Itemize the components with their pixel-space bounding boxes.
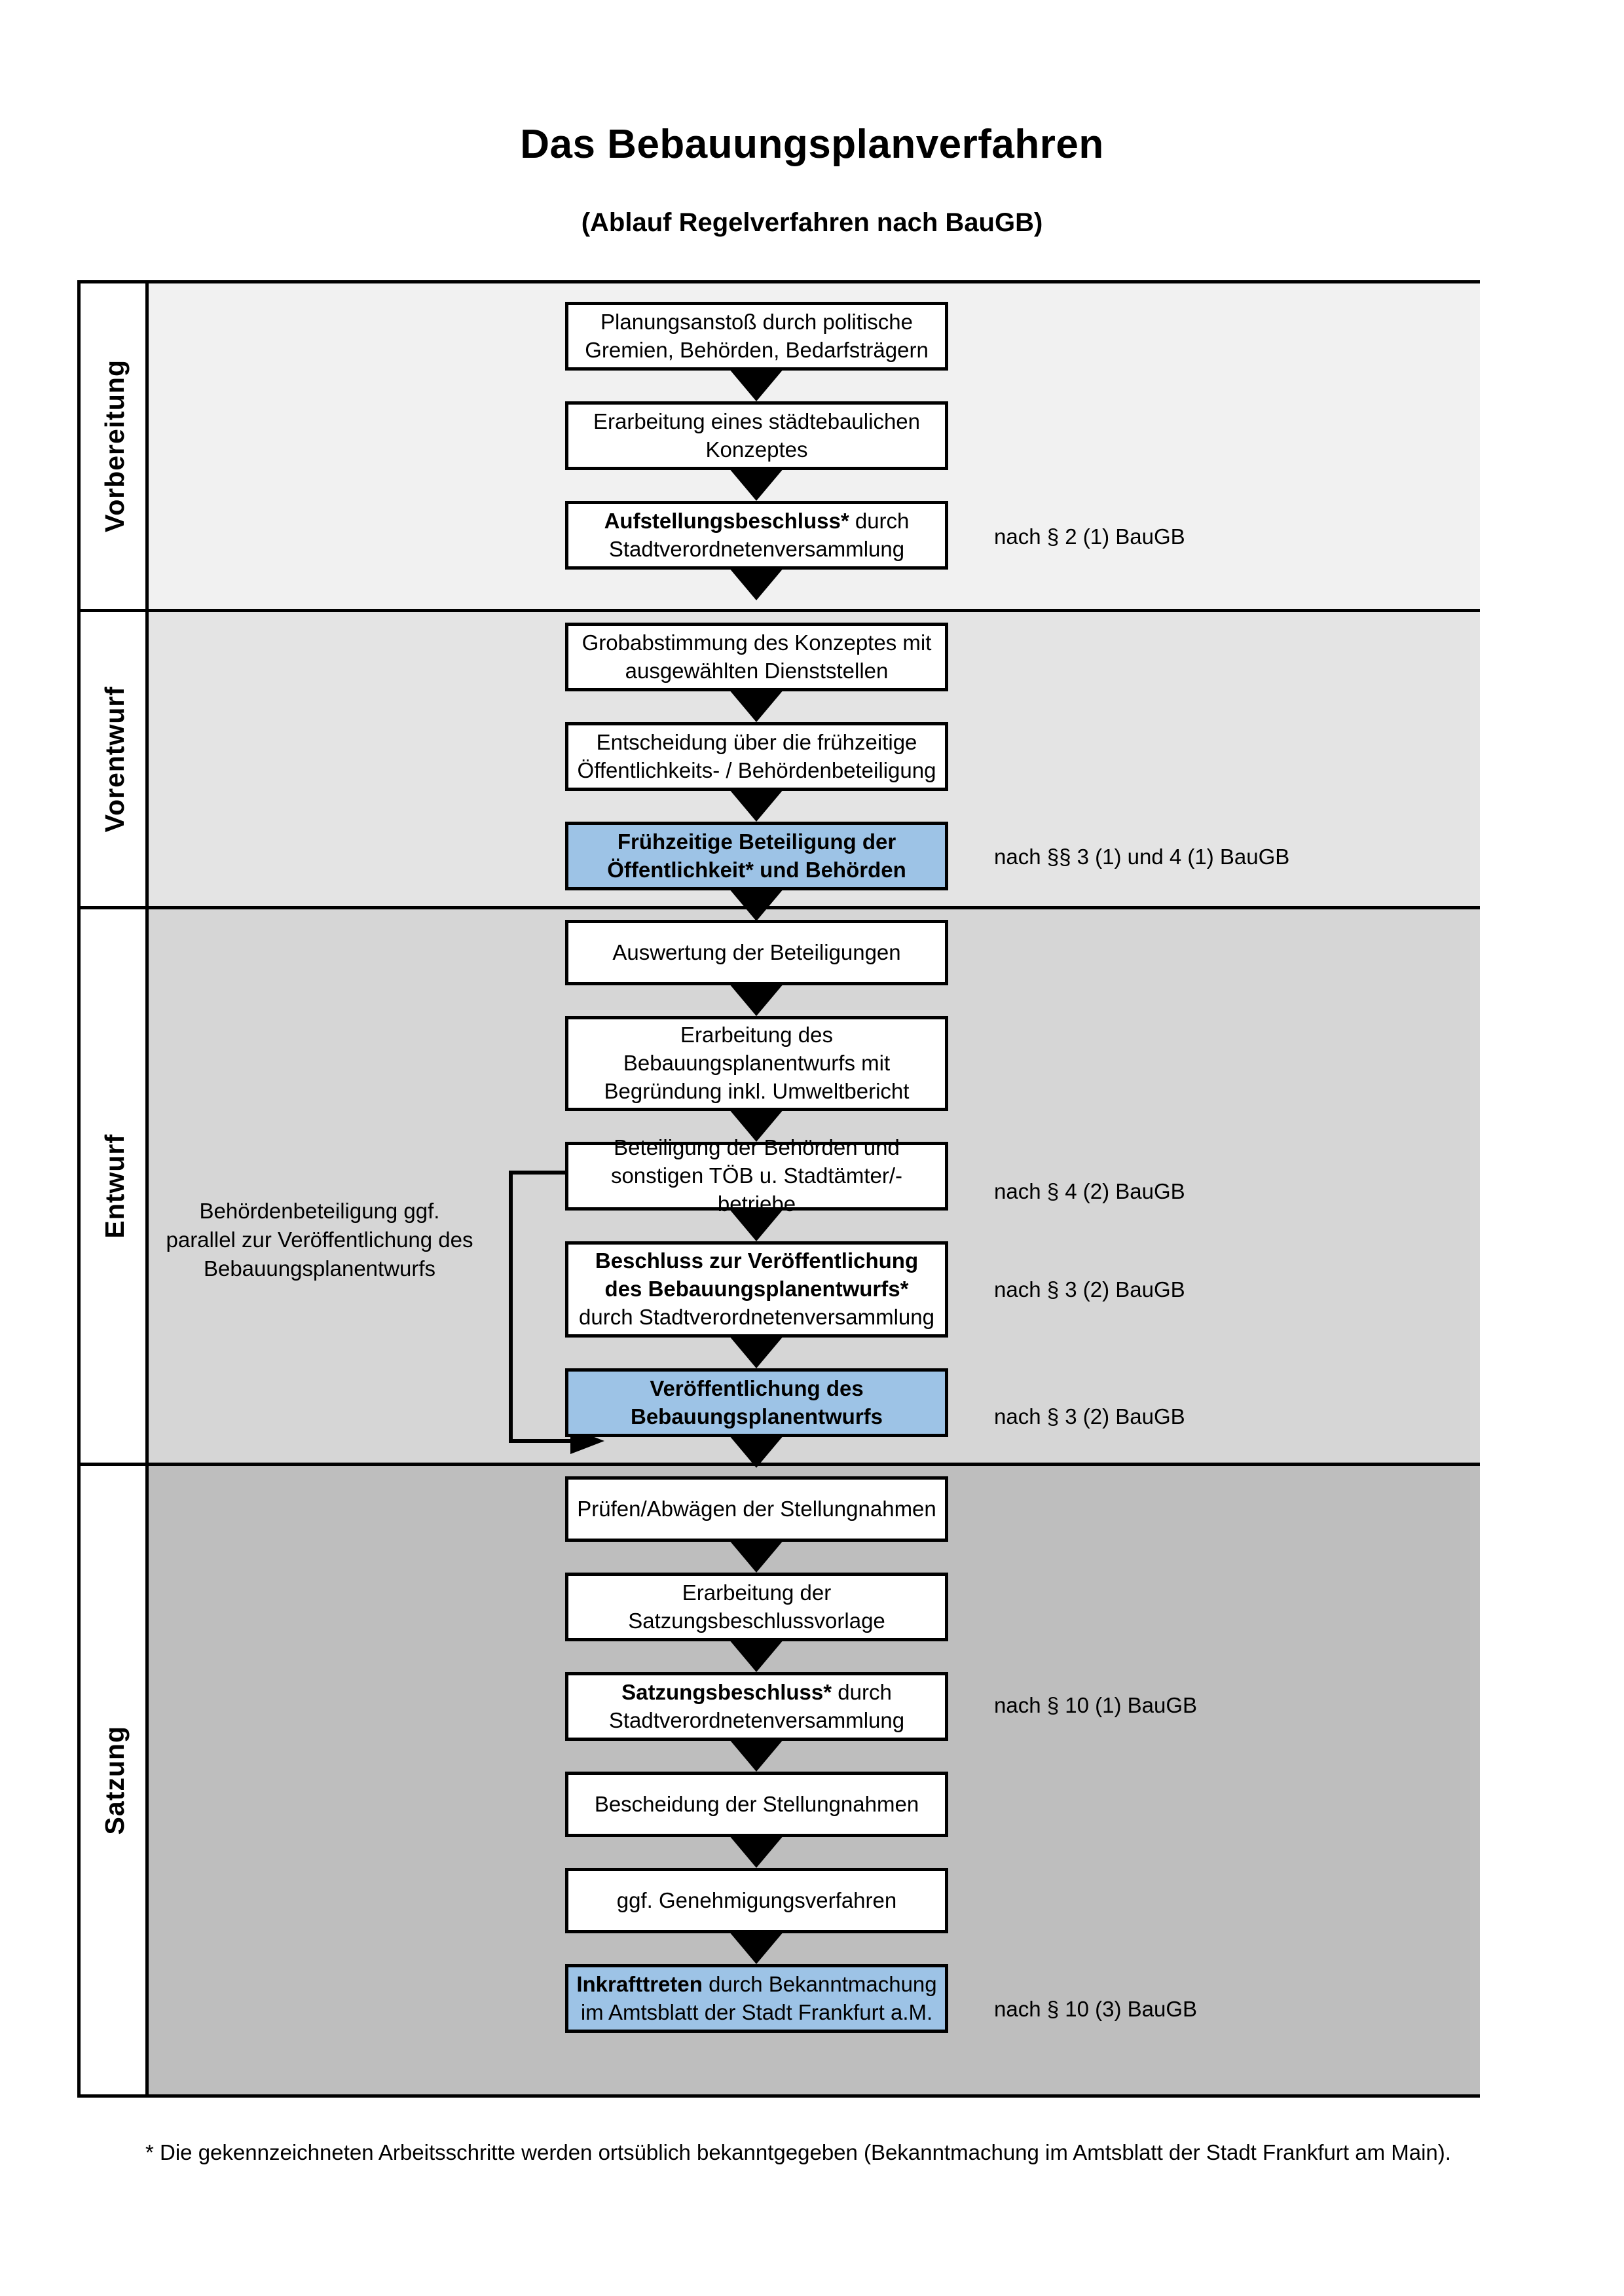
step-bold-veroeffentlichung-entwurf: Veröffentlichung des Bebauungsplanentwur… xyxy=(630,1376,883,1429)
step-text-pruefen-abwaegen: Prüfen/Abwägen der Stellungnahmen xyxy=(577,1496,936,1521)
ref-par3-2-a: nach § 3 (2) BauGB xyxy=(994,1277,1185,1302)
phase-label-column: Vorbereitung Vorentwurf Entwurf Satzung xyxy=(81,283,149,2094)
footnote-asterisk: * Die gekennzeichneten Arbeitsschritte w… xyxy=(145,2140,1451,2164)
ref-par3-1-par4-1: nach §§ 3 (1) und 4 (1) BauGB xyxy=(994,845,1290,869)
step-text-entscheidung-fruehzeitige: Entscheidung über die frühzeitige Öffent… xyxy=(577,729,936,782)
band-divider-1 xyxy=(149,609,1480,612)
step-box-entscheidung-fruehzeitige[interactable]: Entscheidung über die frühzeitige Öffent… xyxy=(565,722,948,791)
band-label-vorentwurf-text: Vorentwurf xyxy=(99,685,130,833)
band-label-satzung-text: Satzung xyxy=(99,1725,130,1835)
step-box-inkrafttreten[interactable]: Inkrafttreten durch Bekanntmachung im Am… xyxy=(565,1964,948,2033)
step-text-satzungsbeschluss: durch Stadtverordnetenversammlung xyxy=(608,1679,905,1732)
page-title: Das Bebauungsplanverfahren xyxy=(520,122,1104,167)
flow-arrow-12 xyxy=(729,1540,784,1573)
step-box-aufstellungsbeschluss[interactable]: Aufstellungsbeschluss* durch Stadtverord… xyxy=(565,501,948,570)
step-box-satzungsbeschluss[interactable]: Satzungsbeschluss* durch Stadtverordnete… xyxy=(565,1672,948,1741)
label-divider-1 xyxy=(81,609,149,612)
step-text-beteiligung-behoerden-toeb: Beteiligung der Behörden und sonstigen T… xyxy=(610,1135,903,1216)
flow-arrow-16 xyxy=(729,1931,784,1964)
band-divider-3 xyxy=(149,1463,1480,1466)
step-bold-beschluss-veroeffentlichung: Beschluss zur Veröffentlichung des Bebau… xyxy=(595,1248,919,1302)
step-text-inkrafttreten: durch Bekanntmachung im Amtsblatt der St… xyxy=(580,1971,937,2024)
step-text-beschluss-veroeffentlichung: durch Stadtverordnetenversammlung xyxy=(579,1304,934,1329)
process-diagram-frame: Vorbereitung Vorentwurf Entwurf Satzung … xyxy=(77,280,1480,2098)
flow-arrow-1 xyxy=(729,369,784,401)
ref-par10-3: nach § 10 (3) BauGB xyxy=(994,1997,1198,2021)
flow-arrow-15 xyxy=(729,1835,784,1868)
step-box-staedtebauliches-konzept[interactable]: Erarbeitung eines städtebaulichen Konzep… xyxy=(565,401,948,470)
step-text-aufstellungsbeschluss: durch Stadtverordnetenversammlung xyxy=(608,508,910,561)
step-text-bescheidung-stellungnahmen: Bescheidung der Stellungnahmen xyxy=(594,1791,919,1816)
step-text-genehmigungsverfahren: ggf. Genehmigungsverfahren xyxy=(616,1887,897,1912)
band-label-vorentwurf: Vorentwurf xyxy=(81,612,149,906)
label-divider-2 xyxy=(81,906,149,909)
flow-arrow-7 xyxy=(729,983,784,1016)
band-label-entwurf-text: Entwurf xyxy=(99,1133,130,1239)
step-box-erarbeitung-satzungsvorlage[interactable]: Erarbeitung der Satzungsbeschlussvorlage xyxy=(565,1573,948,1641)
band-label-vorbereitung-text: Vorbereitung xyxy=(99,359,130,533)
step-text-auswertung-beteiligungen: Auswertung der Beteiligungen xyxy=(612,939,901,964)
flow-arrow-5 xyxy=(729,789,784,822)
ref-par10-1: nach § 10 (1) BauGB xyxy=(994,1693,1198,1717)
page-subtitle: (Ablauf Regelverfahren nach BauGB) xyxy=(581,208,1043,237)
flow-arrow-10 xyxy=(729,1336,784,1368)
flow-arrow-13 xyxy=(729,1639,784,1672)
step-box-genehmigungsverfahren[interactable]: ggf. Genehmigungsverfahren xyxy=(565,1868,948,1933)
flow-arrow-11 xyxy=(729,1435,784,1468)
step-text-erarbeitung-satzungsvorlage: Erarbeitung der Satzungsbeschlussvorlage xyxy=(628,1580,885,1633)
step-text-staedtebauliches-konzept: Erarbeitung eines städtebaulichen Konzep… xyxy=(593,409,920,462)
step-text-planungsanstoss: Planungsanstoß durch politische Gremien,… xyxy=(585,309,929,362)
step-text-erarbeitung-entwurf: Erarbeitung des Bebauungsplanentwurfs mi… xyxy=(604,1023,910,1103)
ref-par4-2: nach § 4 (2) BauGB xyxy=(994,1179,1185,1203)
step-box-fruehzeitige-beteiligung[interactable]: Frühzeitige Beteiligung der Öffentlichke… xyxy=(565,822,948,890)
step-box-bescheidung-stellungnahmen[interactable]: Bescheidung der Stellungnahmen xyxy=(565,1772,948,1837)
flow-arrow-8 xyxy=(729,1109,784,1142)
step-bold-satzungsbeschluss: Satzungsbeschluss* xyxy=(621,1679,832,1704)
flow-arrow-4 xyxy=(729,689,784,722)
ref-par2-1: nach § 2 (1) BauGB xyxy=(994,524,1185,549)
step-text-grobabstimmung: Grobabstimmung des Konzeptes mit ausgewä… xyxy=(581,630,932,683)
label-divider-3 xyxy=(81,1463,149,1466)
step-box-pruefen-abwaegen[interactable]: Prüfen/Abwägen der Stellungnahmen xyxy=(565,1476,948,1542)
ref-par3-2-b: nach § 3 (2) BauGB xyxy=(994,1404,1185,1429)
step-box-veroeffentlichung-entwurf[interactable]: Veröffentlichung des Bebauungsplanentwur… xyxy=(565,1368,948,1437)
step-bold-fruehzeitige-beteiligung: Frühzeitige Beteiligung der Öffentlichke… xyxy=(607,829,906,882)
step-box-beteiligung-behoerden-toeb[interactable]: Beteiligung der Behörden und sonstigen T… xyxy=(565,1135,948,1216)
step-bold-inkrafttreten: Inkrafttreten xyxy=(576,1971,703,1996)
step-box-erarbeitung-entwurf[interactable]: Erarbeitung des Bebauungsplanentwurfs mi… xyxy=(565,1016,948,1111)
flow-arrow-14 xyxy=(729,1739,784,1772)
flow-arrow-9 xyxy=(729,1209,784,1241)
band-divider-2 xyxy=(149,906,1480,909)
step-box-beschluss-veroeffentlichung[interactable]: Beschluss zur Veröffentlichung des Bebau… xyxy=(565,1241,948,1338)
band-label-vorbereitung: Vorbereitung xyxy=(81,283,149,609)
step-box-auswertung-beteiligungen[interactable]: Auswertung der Beteiligungen xyxy=(565,920,948,985)
flow-arrow-2 xyxy=(729,468,784,501)
step-box-grobabstimmung[interactable]: Grobabstimmung des Konzeptes mit ausgewä… xyxy=(565,623,948,691)
step-box-planungsanstoss[interactable]: Planungsanstoß durch politische Gremien,… xyxy=(565,302,948,371)
band-label-entwurf: Entwurf xyxy=(81,909,149,1463)
band-label-satzung: Satzung xyxy=(81,1466,149,2094)
step-bold-aufstellungsbeschluss: Aufstellungsbeschluss* xyxy=(604,508,849,533)
flow-arrow-3 xyxy=(729,568,784,600)
flow-arrow-6 xyxy=(729,888,784,921)
side-note-parallel-behoerdenbeteiligung: Behördenbeteiligung ggf. parallel zur Ve… xyxy=(166,1199,473,1281)
